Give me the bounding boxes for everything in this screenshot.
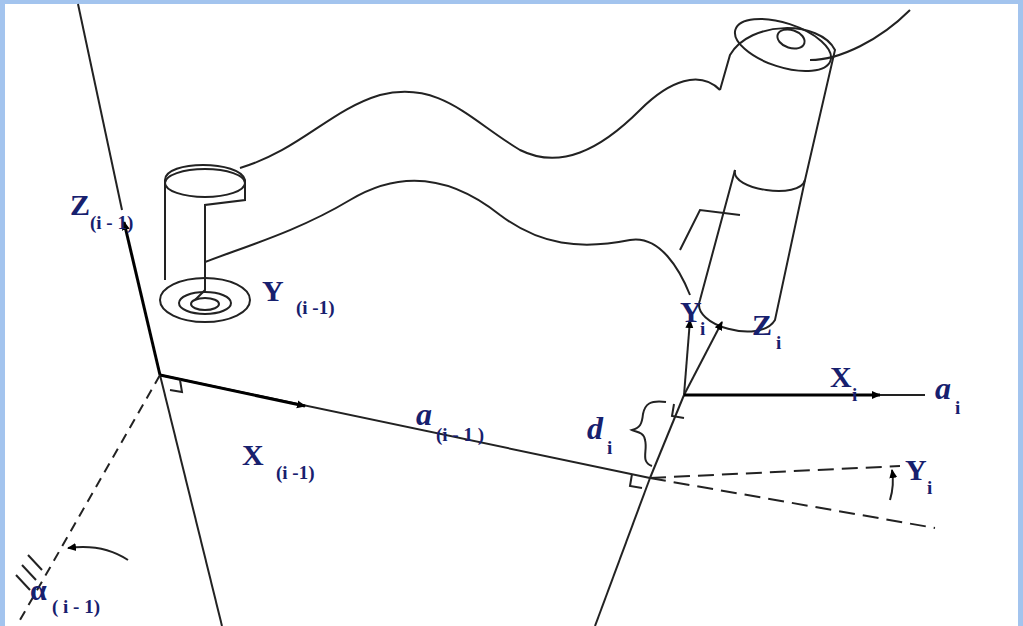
axis-letter: Z	[70, 190, 90, 220]
axis-letter: X	[830, 362, 852, 392]
axis-subscript: (i -1)	[276, 463, 315, 482]
axis-subscript: (i - 1)	[90, 213, 133, 232]
angle-letter: Y	[905, 455, 927, 485]
parameter-letter: α	[30, 575, 47, 605]
angle-subscript: i	[927, 478, 932, 497]
axis-letter: Y	[262, 276, 284, 306]
parameter-subscript: i	[955, 398, 960, 417]
axis-subscript: i	[776, 333, 781, 352]
axis-letter: Y	[680, 297, 702, 327]
parameter-letter: a	[416, 398, 432, 430]
parameter-subscript: ( i - 1)	[52, 597, 100, 616]
axis-letter: Z	[752, 310, 772, 340]
parameter-letter: d	[587, 412, 603, 444]
parameter-subscript: i	[607, 438, 612, 457]
parameter-subscript: (i - 1 )	[436, 425, 484, 444]
axis-subscript: i	[852, 385, 857, 404]
axis-subscript: i	[700, 319, 705, 338]
parameter-letter: a	[935, 372, 951, 404]
axis-subscript: (i -1)	[296, 298, 335, 317]
axis-letter: X	[242, 440, 264, 470]
